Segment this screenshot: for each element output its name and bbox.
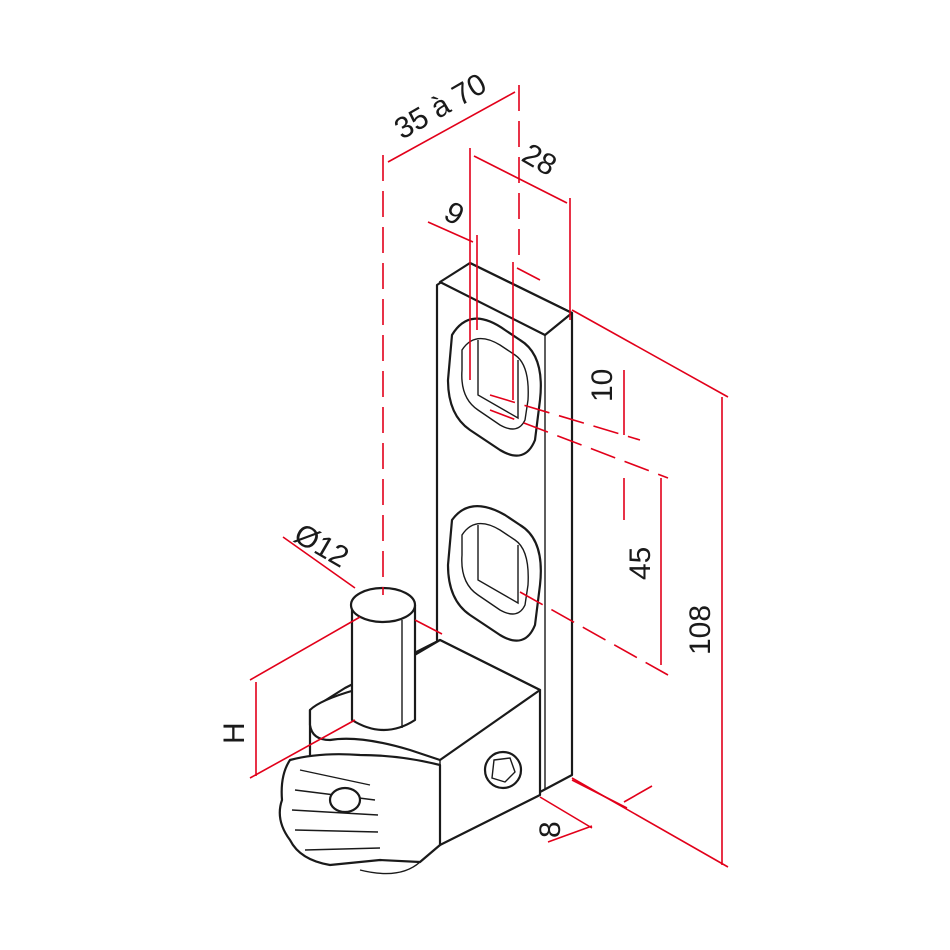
dim-slot-offset-label: 9 <box>439 195 470 232</box>
dimension-lines <box>249 85 729 868</box>
splined-gear <box>278 753 442 875</box>
dim-slot-spacing-label: 45 <box>624 547 657 580</box>
dim-slot-width-label: 10 <box>586 369 619 402</box>
dim-pin-height-label: H <box>218 722 251 744</box>
pin <box>349 586 417 731</box>
dim-width-label: 28 <box>517 137 562 182</box>
dim-offset-label: 35 à 70 <box>389 67 492 146</box>
dim-thickness-label: 8 <box>534 821 567 838</box>
dim-pin-diameter-label: Ø12 <box>289 517 355 574</box>
dim-height-label: 108 <box>684 605 717 655</box>
